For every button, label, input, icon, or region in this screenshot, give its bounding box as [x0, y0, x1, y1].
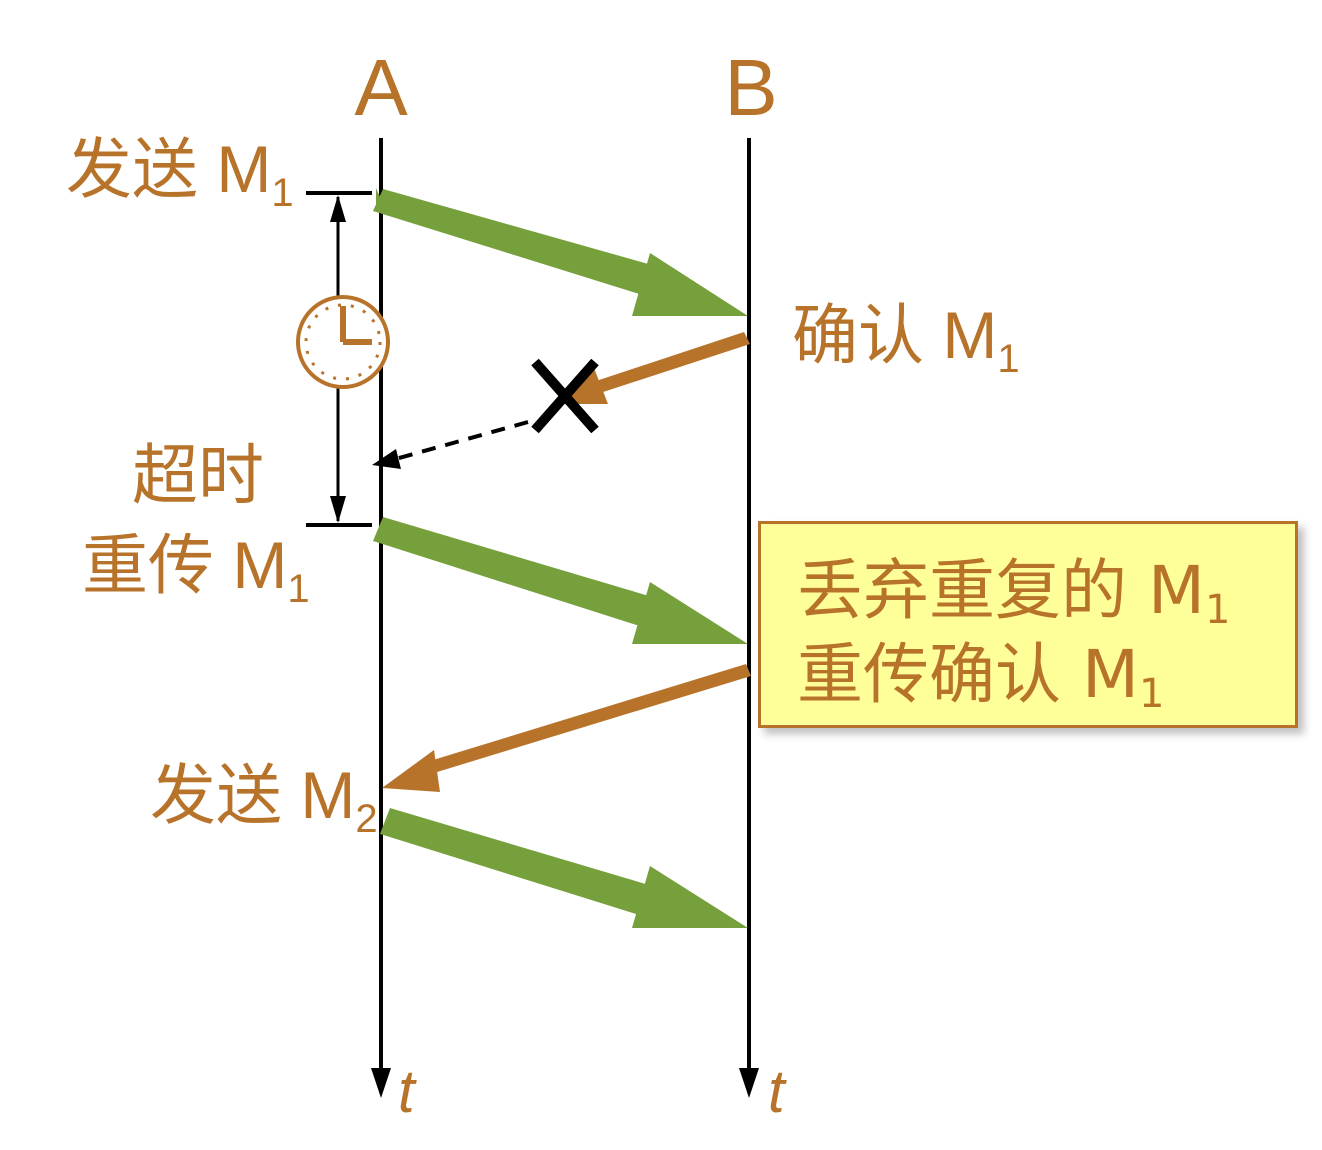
label-ack-m1: 确认 M1	[792, 298, 1020, 381]
data-arrow-resend-m1	[373, 517, 748, 644]
label-resend-m1: 重传 M1	[82, 528, 310, 611]
note-line-1-sub: 1	[1204, 587, 1231, 633]
label-send-m1: 发送 M1	[66, 132, 294, 215]
note-line-1-text: 丢弃重复的 M	[797, 552, 1205, 629]
host-b-label: B	[724, 43, 777, 132]
timeline-b-arrowhead	[739, 1068, 759, 1098]
label-send-m2: 发送 M2	[150, 758, 378, 841]
note-box: 丢弃重复的 M1 重传确认 M1	[758, 521, 1298, 728]
note-line-2: 重传确认 M1	[797, 642, 1164, 715]
timeline-b-axis-label: t	[768, 1058, 787, 1125]
note-line-2-text: 重传确认 M	[797, 636, 1139, 713]
timeout-interval-head-down	[330, 496, 346, 523]
data-arrow-m2	[380, 808, 748, 928]
clock-icon	[296, 295, 390, 389]
host-a-label: A	[354, 43, 408, 132]
data-arrow-m1	[373, 188, 748, 316]
label-timeout: 超时	[132, 438, 264, 512]
timeline-a-arrowhead	[371, 1068, 391, 1098]
note-line-2-sub: 1	[1138, 671, 1165, 717]
timeline-a-axis-label: t	[398, 1058, 417, 1125]
note-line-1: 丢弃重复的 M1	[797, 558, 1230, 631]
lost-ack-path	[391, 420, 529, 462]
cross-icon	[531, 358, 599, 434]
timeout-interval-head-up	[330, 195, 346, 222]
ack-arrow-resend-m1	[382, 664, 751, 792]
lost-ack-arrowhead	[372, 449, 401, 469]
